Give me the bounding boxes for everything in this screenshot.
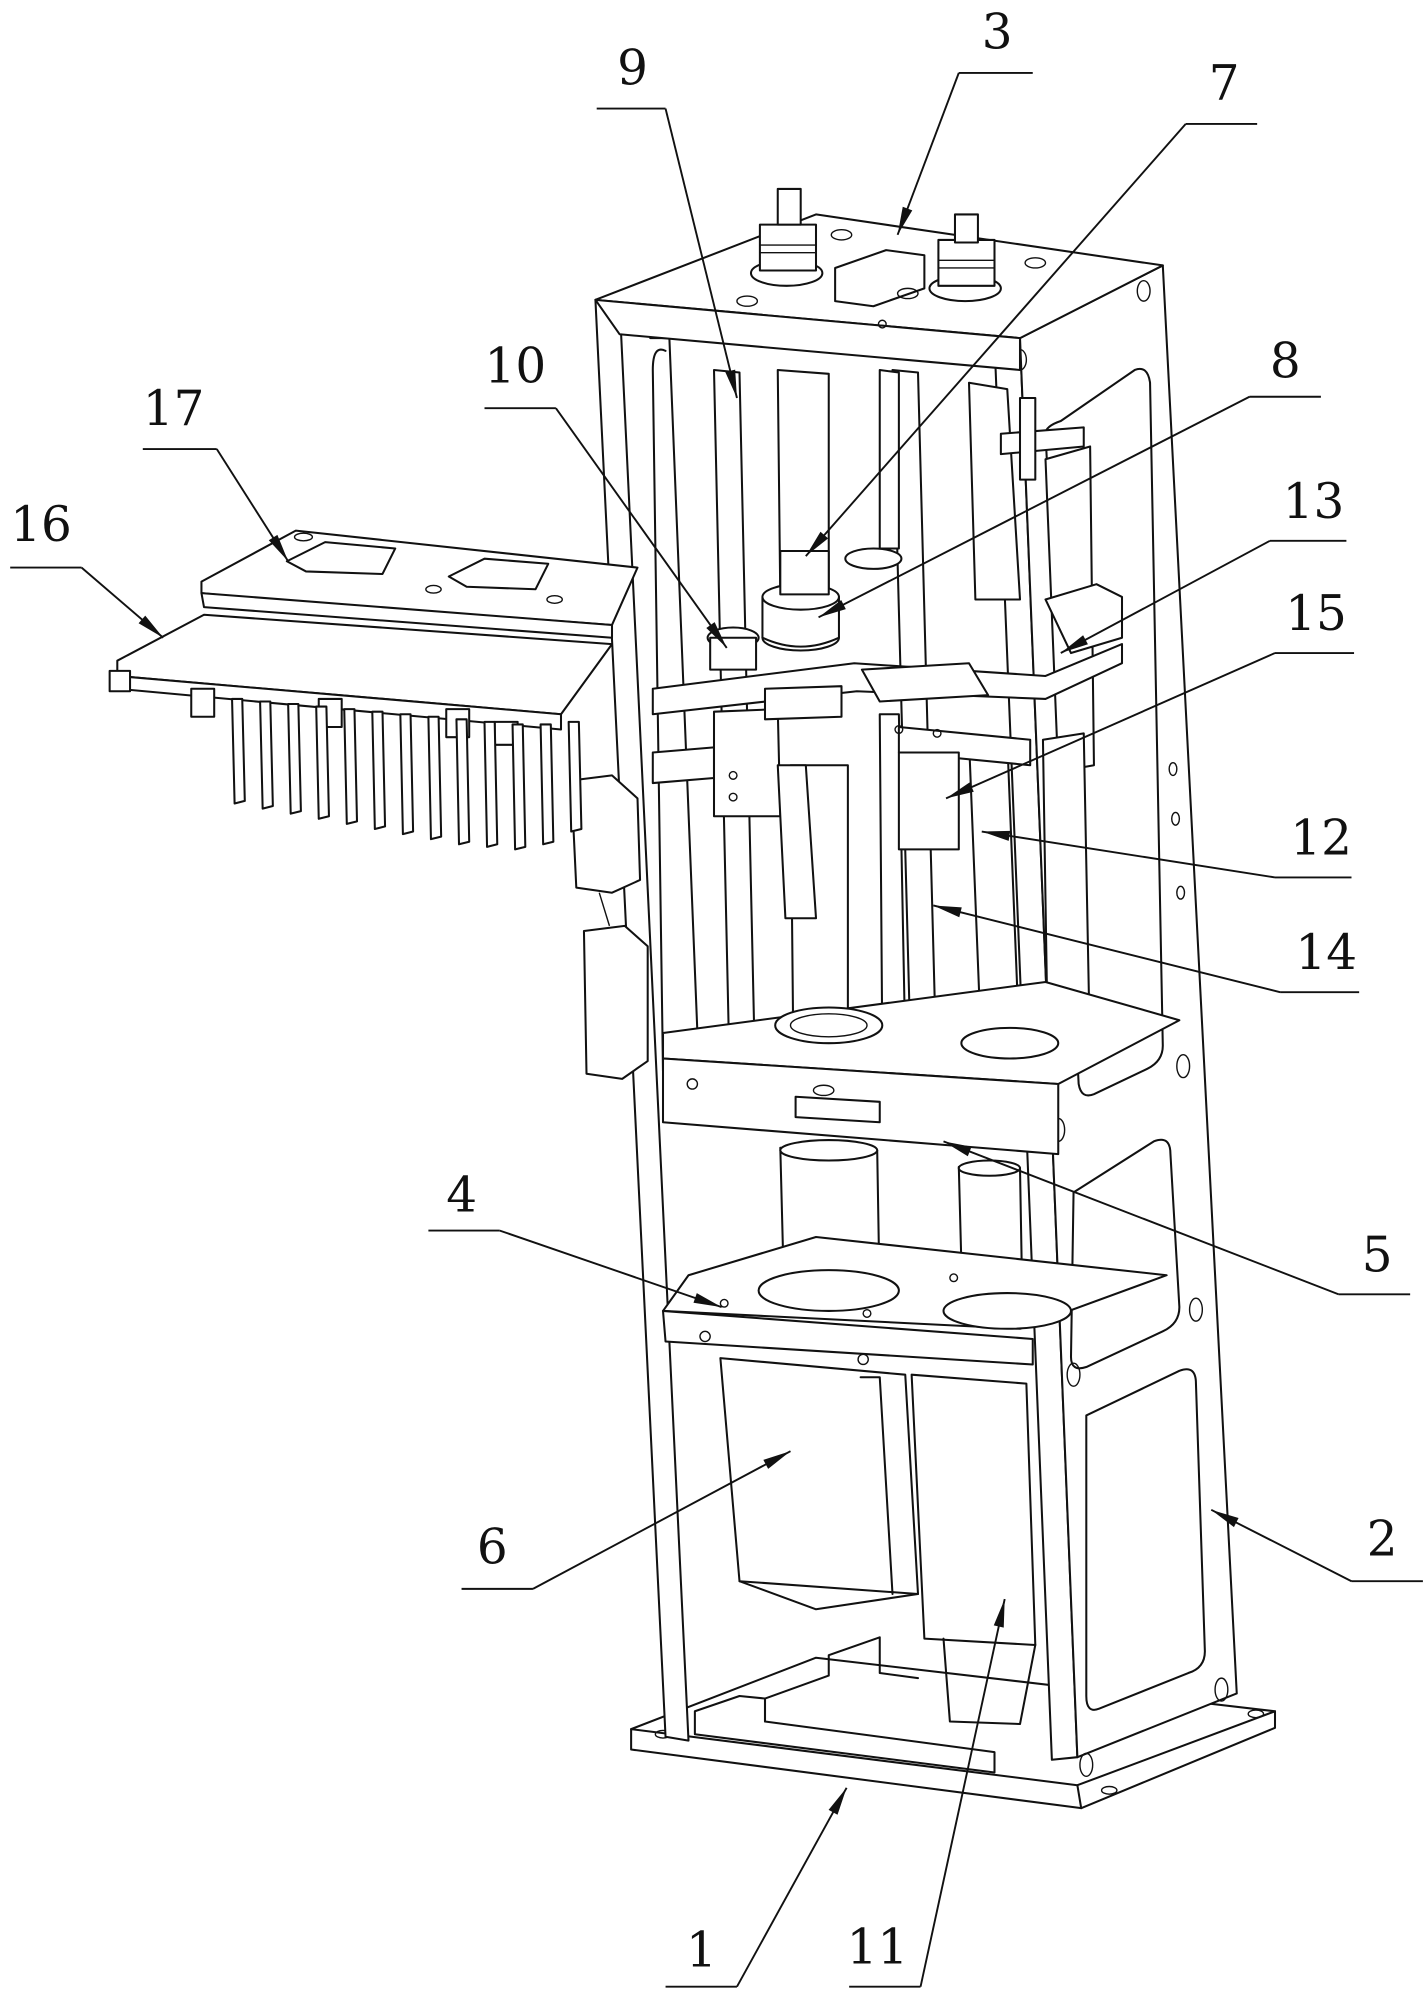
coupling-right xyxy=(928,213,1002,303)
arrow-head-icon xyxy=(1060,635,1088,654)
callout-1: 1 xyxy=(665,1787,848,1988)
callout-label: 9 xyxy=(617,40,648,96)
arrow-head-icon xyxy=(693,1293,722,1308)
nut-housing xyxy=(761,547,903,652)
top-plate xyxy=(594,187,1164,371)
callout-8: 8 xyxy=(818,334,1321,619)
middle-plate xyxy=(661,980,1181,1156)
arrow-head-icon xyxy=(933,905,962,918)
callout-13: 13 xyxy=(1060,474,1347,654)
moving-bracket-assembly xyxy=(651,397,1124,920)
callout-label: 6 xyxy=(477,1519,508,1575)
arrow-head-icon xyxy=(946,782,974,799)
arrow-head-icon xyxy=(706,622,727,648)
callout-10: 10 xyxy=(484,339,728,649)
callout-label: 13 xyxy=(1283,474,1345,530)
callout-label: 15 xyxy=(1285,586,1347,642)
callout-label: 11 xyxy=(847,1920,909,1976)
arrow-head-icon xyxy=(1211,1509,1239,1528)
leader-line xyxy=(945,652,1276,800)
callout-4: 4 xyxy=(428,1167,722,1309)
junction-boxes xyxy=(570,774,649,1080)
leader-line xyxy=(532,1450,791,1590)
callout-label: 2 xyxy=(1367,1512,1398,1568)
arrow-head-icon xyxy=(138,615,164,638)
arrow-head-icon xyxy=(805,531,829,557)
callout-label: 14 xyxy=(1295,925,1357,981)
callout-label: 4 xyxy=(446,1167,477,1223)
arrow-head-icon xyxy=(818,600,846,618)
arrow-head-icon xyxy=(725,369,737,399)
callout-11: 11 xyxy=(847,1598,1006,1988)
leader-line xyxy=(981,830,1276,879)
callout-7: 7 xyxy=(805,56,1258,557)
leader-line xyxy=(896,72,960,236)
leader-line xyxy=(818,395,1250,619)
leader-line xyxy=(1060,539,1271,654)
arrow-head-icon xyxy=(828,1787,847,1815)
leader-line xyxy=(499,1229,722,1309)
callout-label: 8 xyxy=(1270,334,1301,390)
callout-label: 7 xyxy=(1209,56,1240,112)
leader-line xyxy=(933,904,1281,994)
callout-17: 17 xyxy=(142,381,289,562)
callout-6: 6 xyxy=(461,1450,791,1590)
arrow-head-icon xyxy=(268,534,289,562)
coupling-left xyxy=(749,187,824,287)
callout-label: 1 xyxy=(686,1922,717,1978)
support-plate xyxy=(661,1235,1168,1366)
arrow-head-icon xyxy=(763,1451,791,1469)
callout-3: 3 xyxy=(896,5,1033,236)
arrow-head-icon xyxy=(981,830,1011,841)
callout-label: 17 xyxy=(143,381,205,437)
motor-11 xyxy=(910,1373,1037,1726)
callout-9: 9 xyxy=(596,40,738,399)
leader-line xyxy=(664,108,738,399)
arrow-head-icon xyxy=(943,1141,972,1157)
callout-5: 5 xyxy=(943,1140,1411,1296)
callout-14: 14 xyxy=(933,904,1360,994)
leader-line xyxy=(943,1140,1340,1296)
callout-2: 2 xyxy=(1210,1508,1423,1583)
callout-15: 15 xyxy=(945,586,1355,800)
arrow-head-icon xyxy=(897,206,913,235)
leader-line xyxy=(919,1598,1006,1987)
tube-array xyxy=(231,697,583,851)
motor-6 xyxy=(719,1357,920,1611)
callout-label: 10 xyxy=(485,339,547,395)
arrow-head-icon xyxy=(993,1599,1005,1628)
callout-label: 12 xyxy=(1290,810,1352,866)
leader-line xyxy=(555,407,728,649)
callout-12: 12 xyxy=(981,810,1352,879)
callout-label: 3 xyxy=(982,5,1013,61)
callout-label: 5 xyxy=(1362,1227,1393,1283)
leader-line xyxy=(805,123,1187,557)
leader-line xyxy=(736,1787,848,1988)
callout-16: 16 xyxy=(10,497,164,639)
tray-assembly xyxy=(108,529,639,851)
callout-label: 16 xyxy=(10,497,72,553)
